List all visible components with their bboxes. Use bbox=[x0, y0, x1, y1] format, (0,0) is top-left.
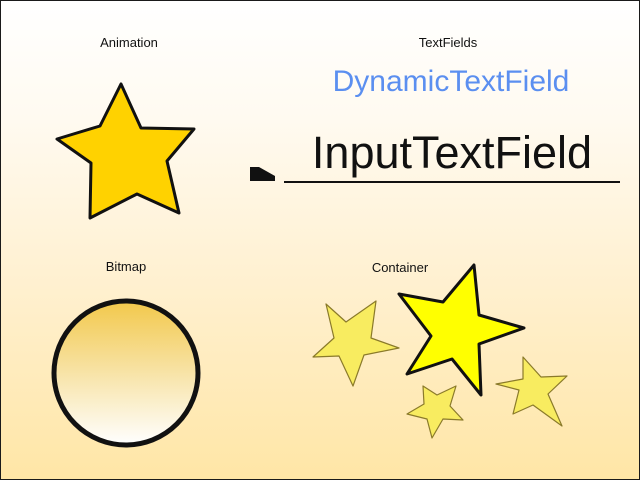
dynamic-text-field: DynamicTextField bbox=[332, 65, 570, 98]
container-star-bottom-icon bbox=[406, 385, 464, 439]
textfields-label: TextFields bbox=[418, 35, 478, 50]
animation-label: Animation bbox=[100, 35, 158, 50]
input-text-value: InputTextField bbox=[311, 127, 593, 178]
bitmap-label: Bitmap bbox=[105, 259, 147, 274]
container-label: Container bbox=[371, 260, 429, 275]
container-star-left-icon bbox=[312, 300, 400, 387]
container-star-right-icon bbox=[495, 356, 568, 427]
container-star-main-icon bbox=[397, 263, 526, 397]
input-text-field[interactable]: InputTextField bbox=[284, 121, 620, 183]
